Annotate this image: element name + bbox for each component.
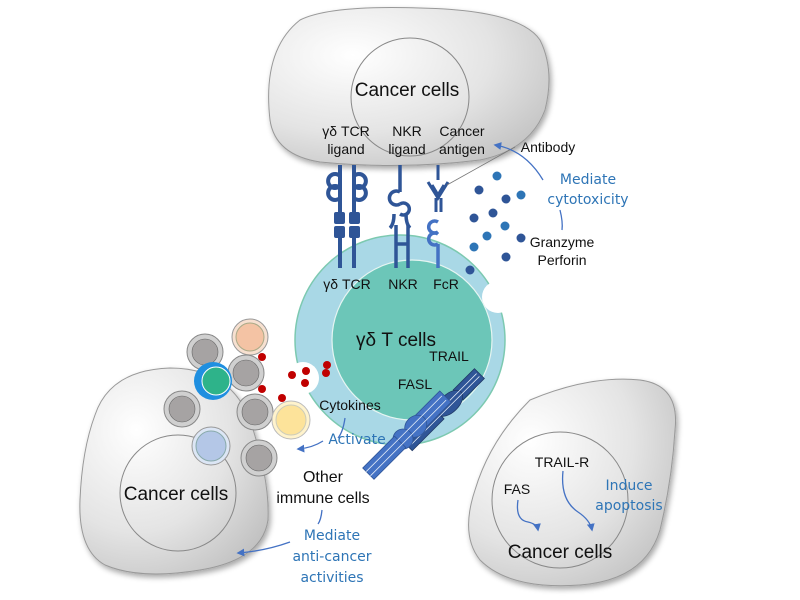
immune-cell — [163, 390, 201, 428]
mediate-anticancer-line3: activities — [300, 570, 363, 586]
antibody-label: Antibody — [521, 139, 575, 155]
trail-signal-arrow — [561, 470, 595, 532]
cytokines — [258, 353, 331, 402]
trail-label: TRAIL — [429, 348, 469, 364]
granzyme-connector — [559, 209, 563, 231]
ligand-nkr-line2: ligand — [388, 141, 425, 157]
immune-cell — [227, 354, 265, 392]
tcr-receptor — [326, 165, 368, 268]
other-immune-cells — [163, 318, 311, 477]
ligand-nkr-line1: NKR — [392, 123, 422, 139]
other-label: Other — [303, 469, 344, 486]
granzyme-label: Granzyme — [530, 234, 595, 250]
mediate-label: Mediate — [560, 172, 616, 188]
immune-cell — [271, 400, 311, 440]
ligand-tcr-line1: γδ TCR — [322, 123, 369, 139]
right-cell-nucleus — [491, 431, 629, 569]
left-cell-label: Cancer cells — [124, 484, 229, 505]
right-cancer-cell: Cancer cells TRAIL-R FAS Induce apoptosi… — [468, 378, 677, 587]
immune-cell — [194, 362, 232, 400]
granzyme-perforin-granules — [465, 171, 526, 275]
induce-label: Induce — [605, 478, 652, 494]
fcr-receptor — [427, 219, 440, 268]
fas-label: FAS — [504, 481, 530, 497]
apoptosis-label: apoptosis — [595, 498, 662, 514]
cancer-antigen-line1: Cancer — [439, 123, 484, 139]
cytokines-label: Cytokines — [319, 397, 380, 413]
anticancer-arrow — [236, 541, 291, 557]
fcr-receptor-label: FcR — [433, 276, 459, 292]
right-cell-label: Cancer cells — [508, 542, 613, 563]
anticancer-connector — [317, 509, 323, 525]
gamma-delta-t-cell: γδ T cells γδ TCR NKR FcR TRAIL FASL — [287, 234, 514, 446]
mediate-anticancer-line1: Mediate — [304, 528, 360, 544]
cytotoxicity-label: cytotoxicity — [547, 192, 628, 208]
activate-connector — [337, 417, 346, 439]
fasl-fas-complex — [362, 390, 452, 480]
mediate-anticancer-line2: anti-cancer — [292, 549, 371, 565]
immune-cell — [240, 439, 278, 477]
immune-cell — [236, 393, 274, 431]
antibody-pointer — [446, 146, 516, 186]
ligand-tcr-line2: ligand — [327, 141, 364, 157]
left-cell-nucleus — [119, 434, 237, 552]
cytotoxicity-arrow — [493, 142, 544, 181]
nkr-receptor — [387, 165, 412, 268]
top-cell-nucleus — [350, 37, 470, 157]
immune-cell — [231, 318, 269, 356]
top-cell-label: Cancer cells — [355, 80, 460, 101]
activate-arrow — [296, 440, 324, 453]
nkr-receptor-label: NKR — [388, 276, 418, 292]
activate-label: Activate — [328, 432, 385, 448]
tcell-label: γδ T cells — [356, 330, 436, 351]
trail-r-label: TRAIL-R — [535, 454, 589, 470]
fas-signal-arrow — [516, 499, 541, 532]
perforin-label: Perforin — [537, 252, 586, 268]
top-cancer-cell: Cancer cells γδ TCR ligand NKR ligand Ca… — [268, 7, 550, 167]
left-cancer-cell: Cancer cells — [79, 367, 269, 575]
antibody — [426, 165, 450, 212]
cancer-antigen-line2: antigen — [439, 141, 485, 157]
immune-cell — [191, 426, 231, 466]
immune-cells-label: immune cells — [276, 490, 369, 507]
immune-cell — [186, 333, 224, 371]
fasl-label: FASL — [398, 376, 432, 392]
tcr-receptor-label: γδ TCR — [323, 276, 370, 292]
